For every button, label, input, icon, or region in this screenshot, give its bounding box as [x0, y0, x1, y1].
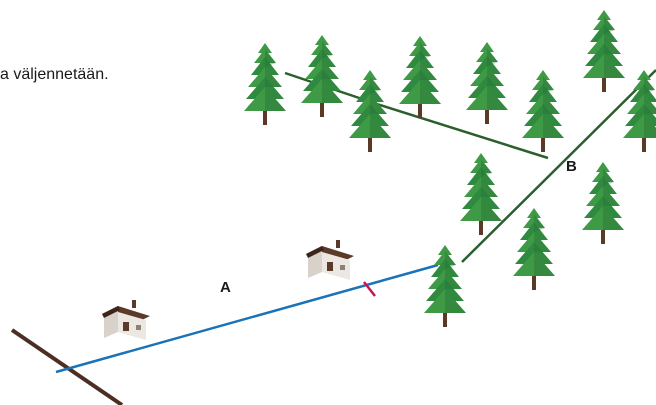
spruce-tree-icon	[582, 162, 624, 244]
line-b	[461, 69, 656, 263]
spruce-tree-icon	[466, 42, 508, 124]
spruce-tree-icon	[460, 153, 502, 235]
spruce-tree-icon	[424, 245, 466, 327]
spruce-tree-icon	[349, 70, 391, 152]
branch-line-2	[379, 103, 549, 160]
spruce-tree-icon	[301, 35, 343, 117]
label-b: B	[566, 158, 577, 175]
spruce-tree-icon	[399, 36, 441, 118]
spruce-tree-icon	[513, 208, 555, 290]
spruce-tree-icon	[623, 70, 656, 152]
spruce-tree-icon	[244, 43, 286, 125]
caption-text: a väljennetään.	[0, 66, 109, 83]
line-a	[55, 263, 439, 374]
label-a: A	[220, 279, 231, 296]
line-a-marker	[363, 281, 376, 297]
road-line	[10, 328, 124, 405]
house-icon	[102, 300, 150, 340]
spruce-tree-icon	[583, 10, 625, 92]
house-icon	[306, 240, 354, 280]
spruce-tree-icon	[522, 70, 564, 152]
